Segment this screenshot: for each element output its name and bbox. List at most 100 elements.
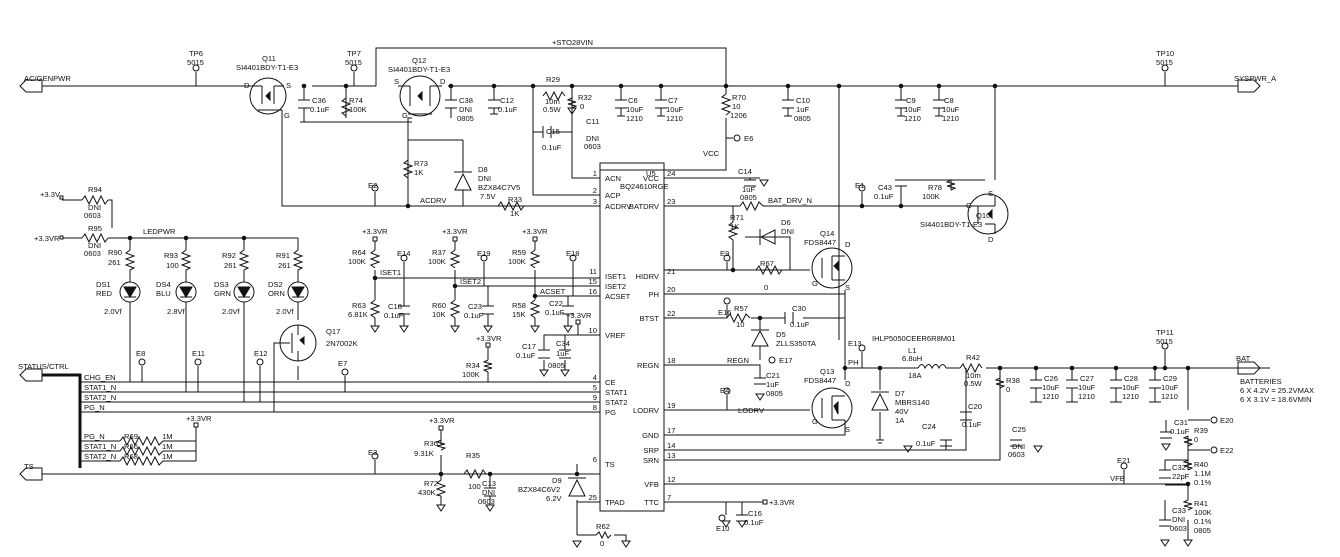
d7-v3: 1A xyxy=(895,416,905,425)
r64-ref: R64 xyxy=(352,248,366,257)
wires xyxy=(42,47,1270,541)
r93-ref: R93 xyxy=(164,251,178,260)
r94-ref: R94 xyxy=(88,185,102,194)
r95-ref: R95 xyxy=(88,224,102,233)
c38-v2: 0805 xyxy=(457,114,474,123)
c20-ref: C20 xyxy=(968,402,982,411)
diode-d8 xyxy=(454,171,472,191)
e21-label: E21 xyxy=(1117,456,1131,465)
r33-v1: 1K xyxy=(510,209,519,218)
e4-label: E4 xyxy=(720,386,729,395)
c38-v1: DNI xyxy=(459,105,472,114)
led-ds2 xyxy=(287,281,309,303)
q14-pin-d: D xyxy=(845,240,851,249)
ic-pin-num-24: 24 xyxy=(667,169,675,178)
d8-v3: 7.5V xyxy=(480,192,497,201)
ds4-color: BLU xyxy=(156,289,171,298)
q14-pin-s: S xyxy=(845,283,850,292)
net-vfb: VFB xyxy=(1110,474,1125,483)
c25-v2: 0603 xyxy=(1008,450,1025,459)
c31-ref: C31 xyxy=(1174,418,1188,427)
c26-v2: 1210 xyxy=(1042,392,1059,401)
r59-v1: 100K xyxy=(508,257,526,266)
c34-v1: 1uF xyxy=(556,349,569,358)
q17-ref: Q17 xyxy=(326,327,340,336)
c21-v2: 0805 xyxy=(766,389,783,398)
ic-pin-num-6: 6 xyxy=(593,455,597,464)
r34-v1: 100K xyxy=(462,370,480,379)
r29-v2: 0.5W xyxy=(543,105,562,114)
r73-v1: 1K xyxy=(414,168,423,177)
r70-ref: R70 xyxy=(732,93,746,102)
c25-ref: C25 xyxy=(1012,425,1026,434)
e18-label: E18 xyxy=(566,249,580,258)
r94-v1: DNI xyxy=(88,203,101,212)
net-batdrv-n: BAT_DRV_N xyxy=(768,196,812,205)
net-ph: PH xyxy=(848,358,859,367)
ds4-vf: 2.8Vf xyxy=(167,307,186,316)
tp10-val: 5015 xyxy=(1156,58,1173,67)
net-iset2: ISET2 xyxy=(460,277,481,286)
c24-ref: C24 xyxy=(922,422,936,431)
e6-label: E6 xyxy=(744,134,753,143)
ic-pin-num-8: 8 xyxy=(593,403,597,412)
ic-pin-name-srn: SRN xyxy=(643,456,659,465)
r40-v2: 0.1% xyxy=(1194,478,1212,487)
net-3v3r-d: +3.3VR xyxy=(522,227,548,236)
ic-pin-num-10: 10 xyxy=(589,326,597,335)
c13-v2: 0603 xyxy=(478,497,495,506)
q10-ref: Q10 xyxy=(976,211,990,220)
r57-ref: R57 xyxy=(734,304,748,313)
ds4-ref: DS4 xyxy=(156,280,171,289)
ic-pin-name-acp: ACP xyxy=(605,191,621,200)
net-acset: ACSET xyxy=(540,287,566,296)
d9-ref: D9 xyxy=(552,476,562,485)
net-regn: REGN xyxy=(727,356,749,365)
net-bat: BAT xyxy=(1236,354,1251,363)
ic-pin-num-11: 11 xyxy=(589,267,597,276)
net-3v3r-e: +3.3VR xyxy=(566,311,592,320)
c28-v2: 1210 xyxy=(1122,392,1139,401)
ic-pin-num-25: 25 xyxy=(589,493,597,502)
diode-d5 xyxy=(751,329,769,347)
q11-val: SI4401BDY-T1-E3 xyxy=(236,63,298,72)
ic-pin-name-vref: VREF xyxy=(605,331,626,340)
c6-v2: 1210 xyxy=(626,114,643,123)
q10-val: SI4401BDY-T1-E3 xyxy=(920,220,982,229)
net-status-ctrl: STATUS/CTRL xyxy=(18,362,69,371)
d7-v2: 40V xyxy=(895,407,909,416)
ic-pin-name-regn: REGN xyxy=(637,361,659,370)
q13-pin-d: D xyxy=(845,379,851,388)
net-lodrv: LODRV xyxy=(738,406,765,415)
r42-v1: 10m xyxy=(966,371,981,380)
c32-ref: C32 xyxy=(1172,463,1186,472)
r41-ref: R41 xyxy=(1194,499,1208,508)
inductor-l1 xyxy=(917,364,947,370)
r74-ref: R74 xyxy=(349,96,363,105)
r91-ref: R91 xyxy=(276,251,290,260)
net-stat2-n-2: STAT2_N xyxy=(84,452,116,461)
r90-ref: R90 xyxy=(108,248,122,257)
r36-ref: R36 xyxy=(424,439,438,448)
ic-pin-name-hidrv: HIDRV xyxy=(636,272,660,281)
c29-v2: 1210 xyxy=(1161,392,1178,401)
transistor-labels: Q11 SI4401BDY-T1-E3 Q12 SI4401BDY-T1-E3 … xyxy=(236,54,994,434)
capacitor-labels: C36 0.1uF C38 DNI 0805 C12 0.1uF C6 10uF… xyxy=(310,96,1190,533)
ic-pin-num-2: 2 xyxy=(593,186,597,195)
q12-ref: Q12 xyxy=(412,56,426,65)
r58-ref: R58 xyxy=(512,301,526,310)
q11-pin-g: G xyxy=(284,111,290,120)
ic-pin-num-18: 18 xyxy=(667,356,675,365)
diode-labels: D8 DNI BZX84C7V5 7.5V D6 DNI D5 ZLLS350T… xyxy=(478,165,930,503)
c23-ref: C23 xyxy=(468,302,482,311)
net-3v3-a: +3.3V xyxy=(40,190,61,199)
r78-ref: R78 xyxy=(928,183,942,192)
led-ds1 xyxy=(119,281,141,303)
e10-label: E10 xyxy=(716,524,730,533)
ic-pin-name-pg: PG xyxy=(605,408,616,417)
r94-v2: 0603 xyxy=(84,211,101,220)
ic-pin-num-23: 23 xyxy=(667,197,675,206)
d6-v1: DNI xyxy=(781,227,794,236)
r60-v1: 10K xyxy=(432,310,446,319)
ic-pin-num-13: 13 xyxy=(667,451,675,460)
